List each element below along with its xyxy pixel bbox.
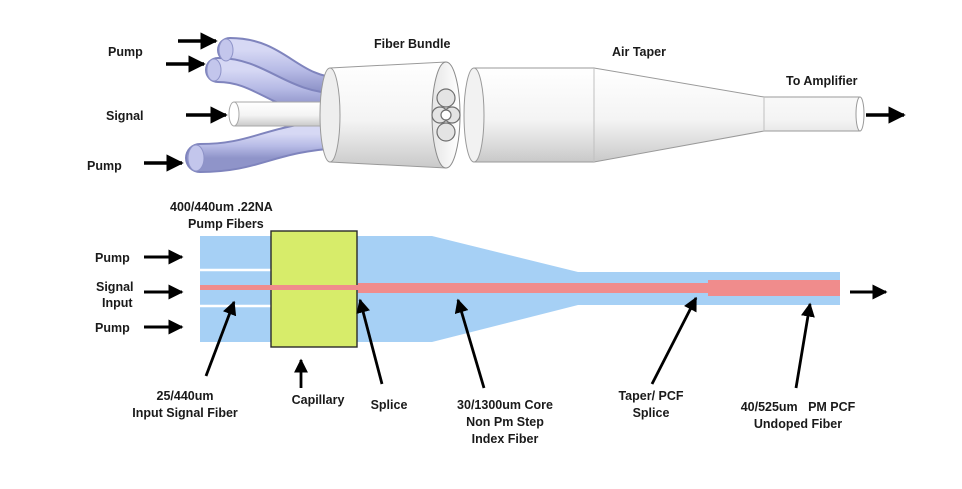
bottom-pump-bottom-label: Pump (95, 321, 130, 335)
pump-bottom-label: Pump (87, 159, 122, 173)
fiber-bundle-label: Fiber Bundle (374, 37, 450, 51)
bundle-end-face (431, 88, 461, 142)
core-fiber-label-line3: Index Fiber (472, 432, 539, 446)
pm-pcf-label-line1: 40/525um PM PCF (741, 400, 856, 414)
signal-label: Signal (106, 109, 144, 123)
signal-fiber (233, 101, 335, 127)
signal-fiber-end (228, 101, 240, 127)
pm-pcf-label-line2: Undoped Fiber (754, 417, 842, 431)
pm-pcf-pointer (794, 302, 815, 389)
input-signal-fiber-label-line2: Input Signal Fiber (132, 406, 238, 420)
taper-pcf-splice-pointer (650, 296, 698, 385)
air-taper (463, 67, 865, 163)
air-taper-label: Air Taper (612, 45, 666, 59)
pump-top-label: Pump (108, 45, 143, 59)
to-amplifier-label: To Amplifier (786, 74, 858, 88)
fiber-bundle-cylinder (319, 61, 461, 169)
pump-fiber-end-2 (206, 58, 222, 82)
step-index-core (358, 283, 708, 293)
pcf-core (708, 280, 840, 296)
input-signal-fiber-pointer (204, 300, 237, 377)
taper-pcf-splice-label-line2: Splice (633, 406, 670, 420)
taper-pcf-splice-label-line1: Taper/ PCF (618, 389, 683, 403)
input-signal-fiber-label-line1: 25/440um (157, 389, 214, 403)
pump-fiber-end-3 (187, 144, 205, 172)
splice-label: Splice (371, 398, 408, 412)
splice-pointer (356, 298, 384, 385)
core-fiber-pointer (454, 298, 486, 389)
bottom-pump-top-label: Pump (95, 251, 130, 265)
pump-fibers-spec-line2: Pump Fibers (188, 217, 264, 231)
pump-fiber-bundle (185, 37, 355, 173)
signal-input-label-line2: Input (102, 296, 133, 310)
capillary-label: Capillary (292, 393, 345, 407)
top-diagram: Pump Signal Pump Fiber Bundle Air Taper … (87, 32, 906, 173)
pump-fibers-spec-line1: 400/440um .22NA (170, 200, 273, 214)
bottom-diagram: 400/440um .22NA Pump Fibers Pump Signal … (95, 200, 888, 446)
signal-core (200, 285, 358, 290)
core-fiber-label-line1: 30/1300um Core (457, 398, 553, 412)
core-fiber-label-line2: Non Pm Step (466, 415, 544, 429)
signal-input-label-line1: Signal (96, 280, 134, 294)
pump-fiber-end-1 (218, 38, 234, 62)
